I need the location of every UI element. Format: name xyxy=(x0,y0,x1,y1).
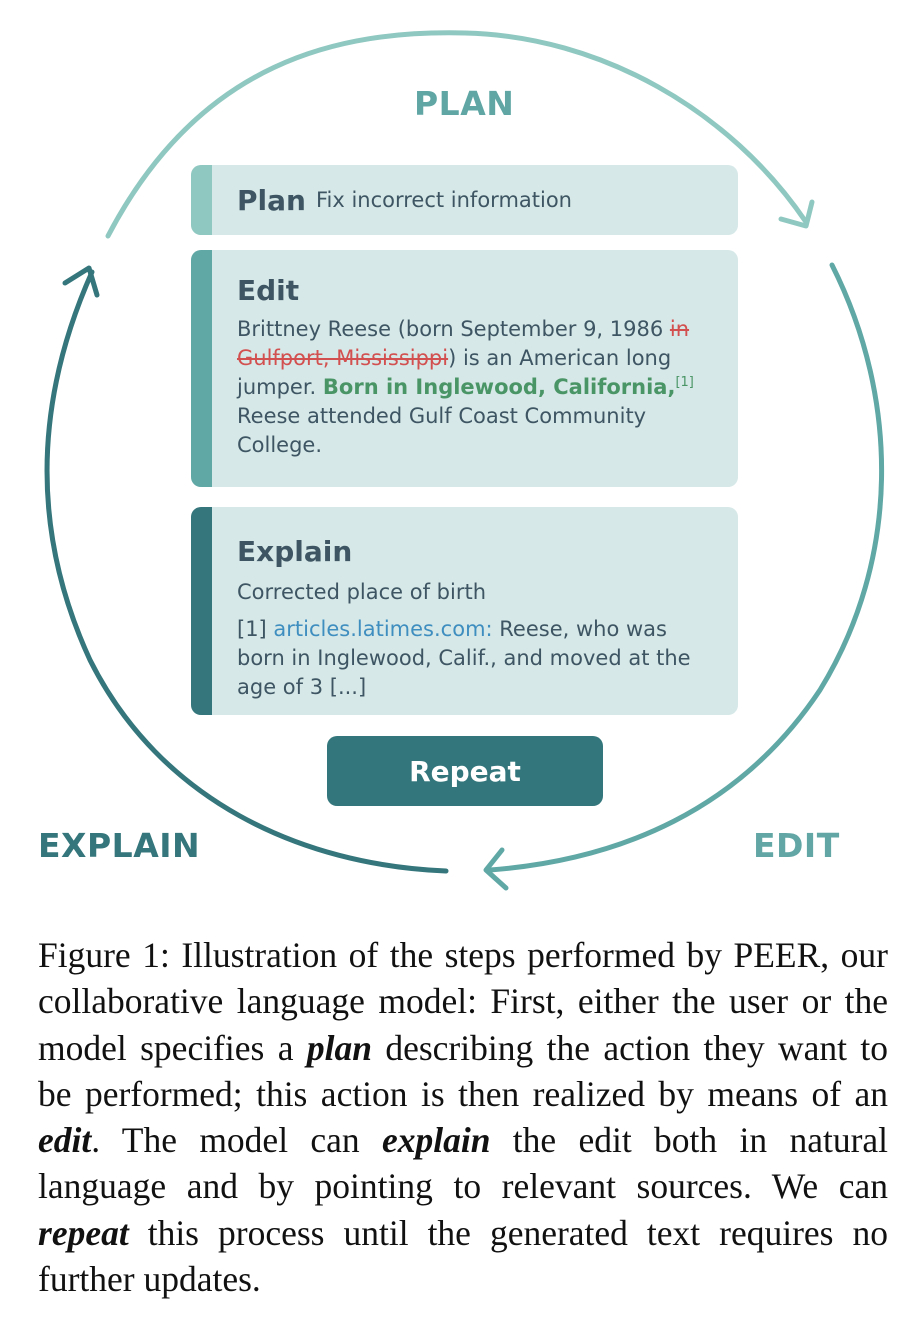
citation-marker: [1] xyxy=(675,375,694,390)
explain-card-title: Explain xyxy=(237,535,353,568)
edit-arrowhead-icon xyxy=(483,847,509,891)
edit-card-accent-bar xyxy=(191,250,212,487)
stage-label-plan: PLAN xyxy=(414,84,515,123)
caption-part-4: the edit both in natural language and by… xyxy=(38,1120,889,1207)
edit-text-middle: ) is an American long jumper. xyxy=(237,346,672,399)
edit-card-text: Brittney Reese (born September 9, 1986 i… xyxy=(237,315,714,460)
explain-card: Explain Corrected place of birth [1] art… xyxy=(191,507,738,715)
repeat-button[interactable]: Repeat xyxy=(327,736,603,806)
explain-arc xyxy=(44,269,449,874)
caption-part-3: . The model can xyxy=(91,1120,382,1161)
plan-arc xyxy=(105,30,809,239)
explain-summary: Corrected place of birth xyxy=(237,580,487,604)
edit-arc xyxy=(487,262,884,873)
explain-arrowhead-icon xyxy=(62,265,100,298)
edit-card-title: Edit xyxy=(237,274,300,307)
source-link[interactable]: articles.latimes.com: xyxy=(273,617,493,641)
plan-card-text: Fix incorrect information xyxy=(315,188,572,212)
plan-card-title: Plan xyxy=(237,183,306,217)
edit-text-after: Reese attended Gulf Coast Community Coll… xyxy=(237,404,647,457)
edit-text-before: Brittney Reese (born September 9, 1986 xyxy=(237,317,670,341)
caption-keyword-plan: plan xyxy=(306,1027,372,1068)
source-quote: Reese, who was born in Inglewood, Calif.… xyxy=(237,617,691,699)
stage-label-explain: EXPLAIN xyxy=(38,826,201,865)
caption-keyword-edit: edit xyxy=(38,1120,92,1161)
caption-part-1: Figure 1: Illustration of the steps perf… xyxy=(38,935,888,1068)
stage-label-edit: EDIT xyxy=(753,826,840,865)
inserted-text: Born in Inglewood, California, xyxy=(322,375,676,399)
figure-caption: Figure 1: Illustration of the steps perf… xyxy=(38,932,888,1302)
explain-card-accent-bar xyxy=(191,507,212,715)
explain-source: [1] articles.latimes.com: Reese, who was… xyxy=(237,615,714,702)
source-ref: [1] xyxy=(237,617,274,641)
edit-card: Edit Brittney Reese (born September 9, 1… xyxy=(191,250,738,487)
deleted-text: in Gulfport, Mississippi xyxy=(237,317,690,370)
plan-card-accent-bar xyxy=(191,165,212,235)
plan-arrowhead-icon xyxy=(778,199,815,229)
plan-card: Plan Fix incorrect information xyxy=(191,165,738,235)
caption-keyword-repeat: repeat xyxy=(38,1212,129,1253)
caption-part-5: this process until the generated text re… xyxy=(38,1212,888,1300)
caption-keyword-explain: explain xyxy=(381,1120,491,1161)
cycle-arrows xyxy=(44,30,884,891)
caption-part-2: describing the action they want to be pe… xyxy=(38,1027,888,1114)
